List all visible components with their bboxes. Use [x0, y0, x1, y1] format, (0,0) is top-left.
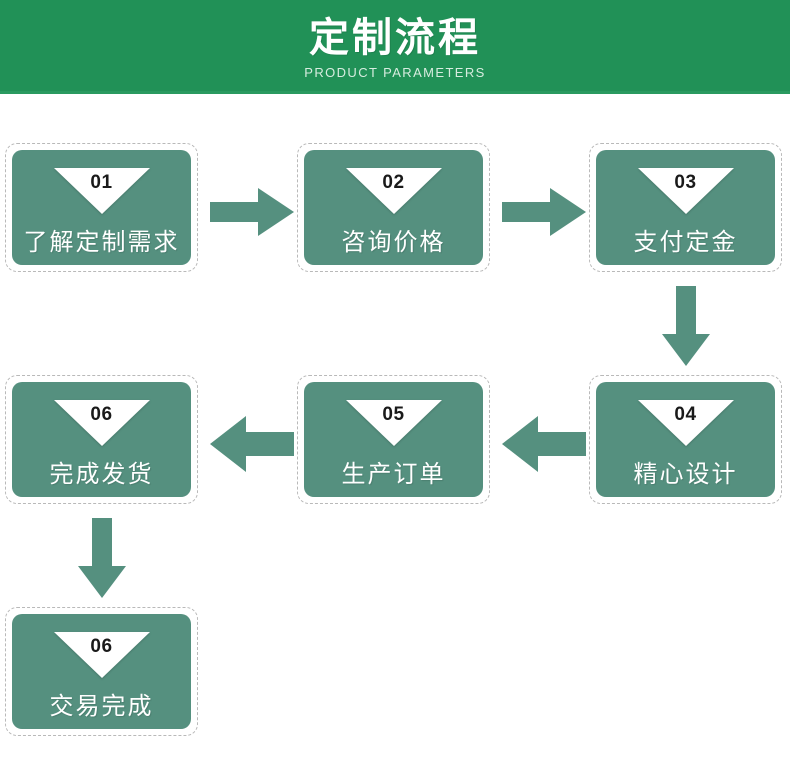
step-number-07: 06 [90, 636, 113, 657]
flow-step-card-05[interactable]: 05 生产订单 [297, 375, 490, 504]
flow-step-card-03-body: 03 支付定金 [596, 150, 775, 265]
step-number-badge-icon: 06 [53, 632, 150, 678]
step-label-07: 交易完成 [49, 693, 154, 720]
flow-step-card-06-body: 06 完成发货 [12, 382, 191, 497]
step-number-badge-icon: 03 [637, 168, 734, 214]
flow-step-card-04-body: 04 精心设计 [596, 382, 775, 497]
step-label-02: 咨询价格 [341, 229, 446, 256]
step-number-06: 06 [90, 404, 113, 425]
triangle-icon [53, 400, 150, 446]
step-number-04: 04 [674, 404, 697, 425]
step-label-04: 精心设计 [633, 461, 738, 488]
step-number-badge-icon: 04 [637, 400, 734, 446]
flow-step-card-02-body: 02 咨询价格 [304, 150, 483, 265]
page-title: 定制流程 [309, 15, 481, 60]
triangle-icon [637, 168, 734, 214]
flow-step-card-07-body: 06 交易完成 [12, 614, 191, 729]
step-number-badge-icon: 05 [345, 400, 442, 446]
page-subtitle: PRODUCT PARAMETERS [304, 64, 486, 80]
flow-step-card-05-body: 05 生产订单 [304, 382, 483, 497]
triangle-icon [345, 400, 442, 446]
step-label-06: 完成发货 [49, 461, 154, 488]
triangle-icon [53, 632, 150, 678]
step-label-05: 生产订单 [341, 461, 446, 488]
step-label-03: 支付定金 [633, 229, 738, 256]
arrow-step3-to-step4-icon [662, 286, 710, 366]
flow-step-card-03[interactable]: 03 支付定金 [589, 143, 782, 272]
arrow-step5-to-step6-icon [210, 416, 294, 472]
step-number-badge-icon: 01 [53, 168, 150, 214]
flow-step-card-01-body: 01 了解定制需求 [12, 150, 191, 265]
triangle-icon [637, 400, 734, 446]
flow-step-card-04[interactable]: 04 精心设计 [589, 375, 782, 504]
page-header: 定制流程 PRODUCT PARAMETERS [0, 0, 790, 94]
arrow-step1-to-step2-icon [210, 188, 294, 236]
arrow-step2-to-step3-icon [502, 188, 586, 236]
step-number-05: 05 [382, 404, 405, 425]
header-divider [0, 91, 790, 94]
triangle-icon [345, 168, 442, 214]
step-number-02: 02 [382, 172, 405, 193]
flow-step-card-02[interactable]: 02 咨询价格 [297, 143, 490, 272]
flow-step-card-06[interactable]: 06 完成发货 [5, 375, 198, 504]
flow-step-card-07[interactable]: 06 交易完成 [5, 607, 198, 736]
step-number-03: 03 [674, 172, 697, 193]
triangle-icon [53, 168, 150, 214]
flow-step-card-01[interactable]: 01 了解定制需求 [5, 143, 198, 272]
step-number-badge-icon: 02 [345, 168, 442, 214]
arrow-step4-to-step5-icon [502, 416, 586, 472]
step-label-01: 了解定制需求 [23, 229, 180, 256]
arrow-step6-to-step7-icon [78, 518, 126, 598]
step-number-01: 01 [90, 172, 113, 193]
step-number-badge-icon: 06 [53, 400, 150, 446]
